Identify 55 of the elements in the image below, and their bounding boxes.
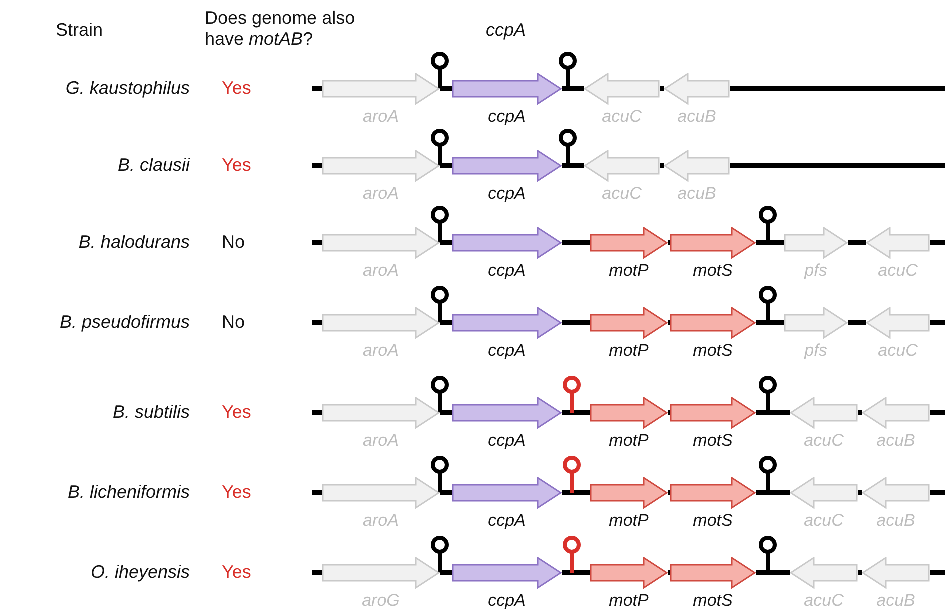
gene-name: acuC bbox=[601, 107, 643, 127]
gene-name: pfs bbox=[803, 341, 828, 361]
gene-name: acuC bbox=[803, 511, 845, 531]
gene-name: motS bbox=[692, 261, 734, 281]
strain-name: O. iheyensis bbox=[90, 562, 190, 583]
strain-name: B. clausii bbox=[118, 155, 190, 176]
gene-name: aroA bbox=[362, 107, 400, 127]
gene-name: acuB bbox=[676, 107, 718, 127]
answer-text: Yes bbox=[222, 78, 252, 99]
column-header: Strain bbox=[56, 20, 104, 41]
gene-name: aroG bbox=[361, 591, 401, 611]
answer-text: Yes bbox=[222, 562, 252, 583]
gene-name: motP bbox=[608, 511, 650, 531]
gene-name: aroA bbox=[362, 261, 400, 281]
answer-text: No bbox=[222, 232, 246, 253]
gene-name: aroA bbox=[362, 511, 400, 531]
answer-text: Yes bbox=[222, 155, 252, 176]
gene-name: motS bbox=[692, 431, 734, 451]
gene-name: motP bbox=[608, 341, 650, 361]
gene-name: acuB bbox=[676, 184, 718, 204]
gene-name: pfs bbox=[803, 261, 828, 281]
gene-name: ccpA bbox=[487, 511, 527, 531]
strain-name: B. pseudofirmus bbox=[60, 312, 190, 333]
gene-name: acuC bbox=[877, 261, 919, 281]
gene-name: motP bbox=[608, 431, 650, 451]
gene-name: ccpA bbox=[487, 261, 527, 281]
strain-name: B. licheniformis bbox=[68, 482, 190, 503]
gene-name: ccpA bbox=[487, 107, 527, 127]
gene-name: motP bbox=[608, 261, 650, 281]
strain-name: B. subtilis bbox=[112, 402, 190, 423]
gene-name: ccpA bbox=[487, 184, 527, 204]
answer-text: Yes bbox=[222, 482, 252, 503]
gene-name: ccpA bbox=[487, 591, 527, 611]
gene-name: motS bbox=[692, 511, 734, 531]
gene-name: acuB bbox=[876, 511, 916, 531]
answer-text: Yes bbox=[222, 402, 252, 423]
gene-name: acuC bbox=[877, 341, 919, 361]
gene-name: aroA bbox=[362, 341, 400, 361]
gene-name: acuC bbox=[803, 591, 845, 611]
strain-name: G. kaustophilus bbox=[66, 78, 190, 99]
column-header: Does genome also have motAB? bbox=[205, 8, 356, 50]
answer-text: No bbox=[222, 312, 246, 333]
gene-name: acuB bbox=[876, 431, 916, 451]
gene-name: aroA bbox=[362, 184, 400, 204]
gene-name: aroA bbox=[362, 431, 400, 451]
gene-name: ccpA bbox=[487, 341, 527, 361]
strain-name: B. halodurans bbox=[78, 232, 190, 253]
gene-name: acuC bbox=[803, 431, 845, 451]
gene-name: acuC bbox=[601, 184, 643, 204]
gene-name: motS bbox=[692, 591, 734, 611]
gene-name: ccpA bbox=[487, 431, 527, 451]
gene-name: acuB bbox=[876, 591, 916, 611]
column-header: ccpA bbox=[486, 20, 526, 41]
gene-name: motS bbox=[692, 341, 734, 361]
gene-name: motP bbox=[608, 591, 650, 611]
